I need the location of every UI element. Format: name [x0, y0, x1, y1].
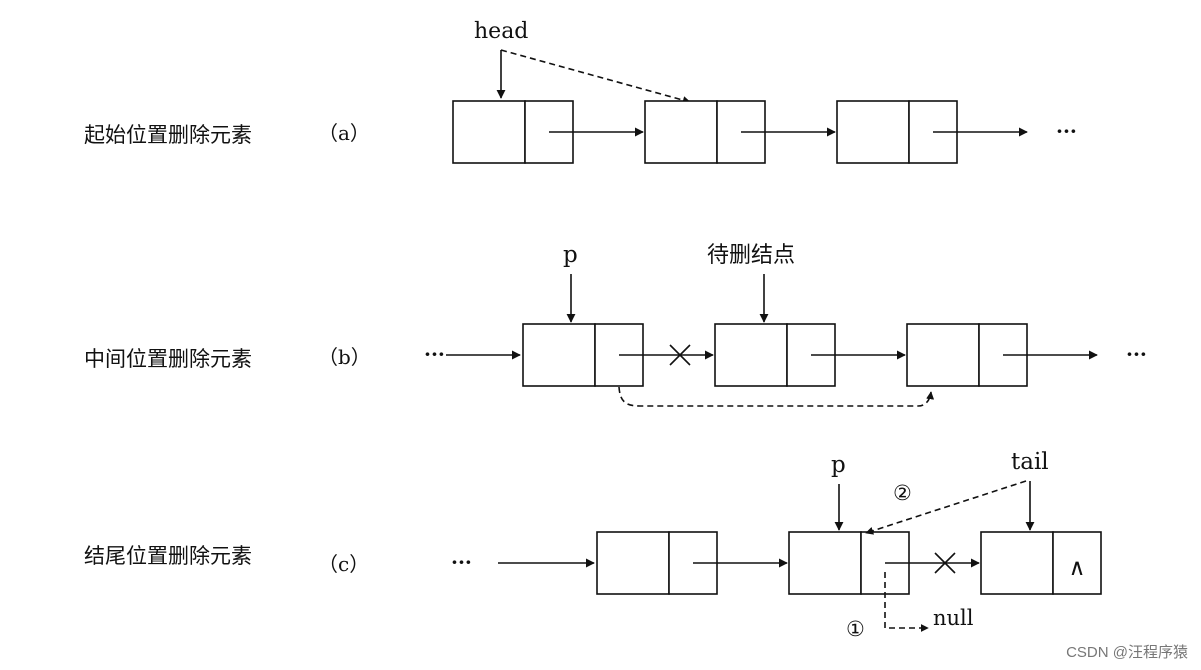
cross-mark-c [934, 552, 956, 574]
node-a1 [452, 100, 574, 164]
row-a: 起始位置删除元素 （a） head ··· [84, 19, 1077, 164]
bypass-link-dashed [618, 386, 935, 407]
null-link-dashed [884, 572, 929, 632]
row-a-tag: （a） [318, 121, 370, 145]
row-b-tag: （b） [318, 345, 371, 369]
node-c3-data [980, 531, 1054, 595]
row-a-label: 起始位置删除元素 [84, 123, 252, 147]
node-b3-data [906, 323, 980, 387]
step-2-marker: ② [893, 481, 912, 505]
watermark: CSDN @汪程序猿 [1066, 644, 1188, 661]
step-1-marker: ① [846, 617, 865, 641]
node-c2-data [788, 531, 862, 595]
row-c-label: 结尾位置删除元素 [84, 544, 252, 568]
node-b2-data [714, 323, 788, 387]
row-b-label: 中间位置删除元素 [84, 347, 252, 371]
row-c: 结尾位置删除元素 （c） ··· p tail ② ∧ ① [84, 449, 1102, 641]
p-label-b: p [563, 242, 578, 268]
null-label: null [933, 606, 974, 630]
node-c1 [596, 531, 718, 595]
cross-mark-b [669, 344, 691, 366]
node-b1-data [522, 323, 596, 387]
node-c3-next [1052, 531, 1102, 595]
node-a1-data [452, 100, 526, 164]
row-b: 中间位置删除元素 （b） ··· p 待删结点 ··· [84, 242, 1147, 407]
node-c1-data [596, 531, 670, 595]
node-a3-data [836, 100, 910, 164]
row-b-trailing-ellipsis: ··· [1126, 342, 1147, 366]
row-b-leading-ellipsis: ··· [424, 342, 445, 366]
row-a-trailing-ellipsis: ··· [1056, 119, 1077, 143]
tail-label: tail [1011, 449, 1049, 475]
node-a2-data [644, 100, 718, 164]
row-c-leading-ellipsis: ··· [451, 550, 472, 574]
tail-move-link-dashed [865, 480, 1027, 535]
node-c3-tail [980, 531, 1102, 595]
target-node-label: 待删结点 [707, 243, 795, 268]
null-end-symbol: ∧ [1069, 555, 1086, 581]
p-label-c: p [831, 452, 846, 478]
head-new-link-dashed [500, 49, 691, 104]
row-c-tag: （c） [318, 552, 369, 576]
head-label: head [474, 19, 528, 44]
